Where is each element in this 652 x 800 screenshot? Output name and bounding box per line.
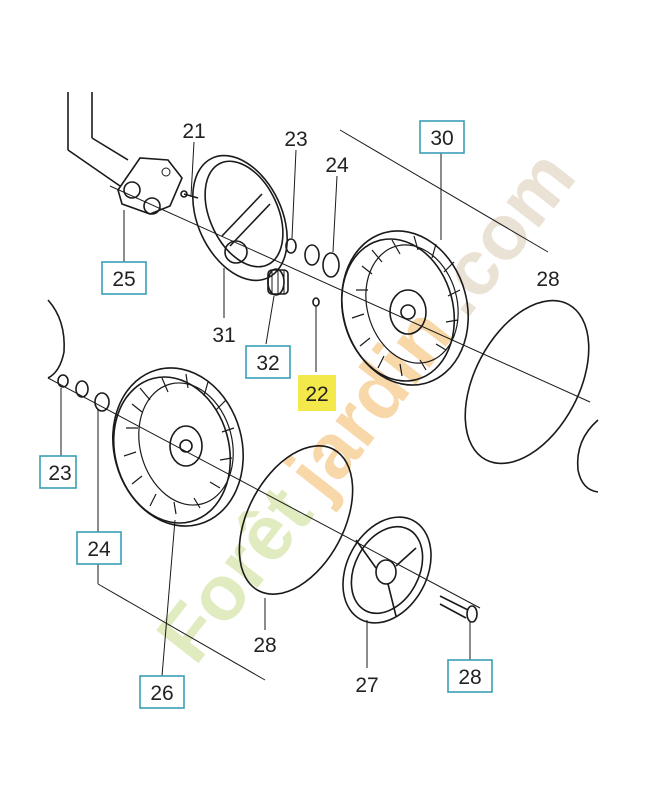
label-23-upper: 23 [284,128,307,151]
label-box-30 [419,120,465,154]
label-28-lower: 28 [253,634,276,657]
partial-part-left [47,299,65,379]
watermark: Forêt jardin .com [139,133,591,677]
gear-part [267,268,289,296]
label-box-26 [139,675,185,709]
leader-lines [60,129,549,681]
watermark-text-com: .com [410,133,591,331]
label-32: 32 [256,352,279,375]
label-24-lower: 24 [87,538,111,561]
label-box-25 [101,261,147,295]
label-30: 30 [430,127,453,150]
label-highlight-22 [298,375,336,411]
hub-cap-part [342,516,432,624]
hub-cover-part [192,154,288,282]
label-box-32 [245,345,291,379]
label-box-28-bolt [447,659,493,693]
screw-part [180,190,199,199]
partial-wheel-right [576,419,599,493]
label-24-upper: 24 [325,154,349,177]
bracket-part [117,157,183,215]
label-box-24-lower [76,531,122,565]
lower-ring [238,445,354,595]
lower-axle-line [47,377,481,609]
label-23-lower: 23 [48,462,71,485]
axle-line [109,185,591,403]
watermark-text-foret: Forêt [139,470,328,678]
label-28-upper: 28 [536,268,559,291]
label-25: 25 [112,268,135,291]
washers-lower [57,374,110,412]
frame-lines [67,92,129,187]
upper-ring [464,299,590,465]
bolt-part [439,595,478,623]
label-27: 27 [355,674,378,697]
upper-wheel [340,230,469,386]
label-22: 22 [305,383,328,406]
label-21: 21 [182,120,205,143]
label-box-23-lower [39,455,77,489]
label-26: 26 [150,682,173,705]
washers-upper [285,238,340,307]
watermark-text-jardin: jardin [267,291,468,514]
label-28-bolt: 28 [458,666,481,689]
lower-wheel [112,367,244,527]
label-31: 31 [212,324,235,347]
